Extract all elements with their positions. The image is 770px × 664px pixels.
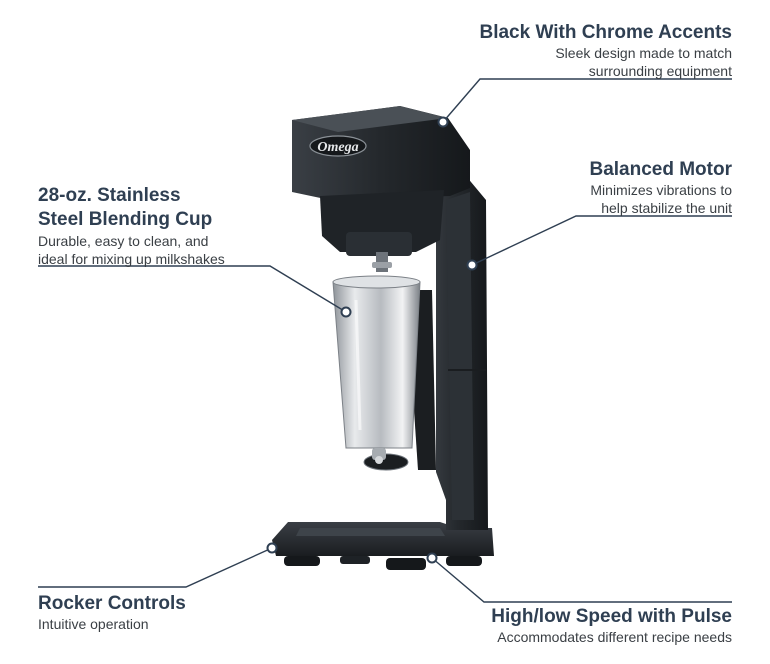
brand-logo: Omega <box>317 140 358 155</box>
leader-motor <box>471 215 732 266</box>
callout-chrome-accents: Black With Chrome Accents Sleek design m… <box>412 21 732 80</box>
dot-speed <box>426 552 438 564</box>
dot-motor <box>466 259 478 271</box>
callout-desc: Intuitive operation <box>38 616 149 632</box>
callout-leaders <box>38 78 732 603</box>
mixer-base <box>272 522 494 570</box>
callout-desc-line2: ideal for mixing up milkshakes <box>38 251 225 267</box>
callout-blending-cup: 28-oz. Stainless Steel Blending Cup Dura… <box>38 184 278 268</box>
dot-rocker <box>266 542 278 554</box>
callout-dots <box>266 116 478 564</box>
dot-chrome <box>437 116 449 128</box>
callout-balanced-motor: Balanced Motor Minimizes vibrations to h… <box>472 158 732 217</box>
stainless-cup <box>332 275 421 464</box>
leader-speed <box>431 557 732 603</box>
callout-speed-pulse: High/low Speed with Pulse Accommodates d… <box>412 605 732 646</box>
callout-desc-line1: Minimizes vibrations to <box>590 182 732 198</box>
callout-desc-line1: Durable, easy to clean, and <box>38 233 209 249</box>
callout-desc-line1: Sleek design made to match <box>555 45 732 61</box>
callout-desc-line2: surrounding equipment <box>588 63 732 79</box>
callout-title: Black With Chrome Accents <box>479 22 732 43</box>
callout-title-line2: Steel Blending Cup <box>38 209 213 230</box>
leader-rocker <box>38 547 273 588</box>
motor-head: Omega <box>292 106 470 256</box>
leader-cup <box>38 265 347 313</box>
callout-title: High/low Speed with Pulse <box>491 606 732 627</box>
dot-cup <box>340 306 352 318</box>
spindle <box>372 252 392 272</box>
callout-desc-line2: help stabilize the unit <box>601 200 732 216</box>
callout-title-line1: 28-oz. Stainless <box>38 185 181 206</box>
leader-chrome <box>442 78 732 123</box>
callout-rocker-controls: Rocker Controls Intuitive operation <box>38 592 278 633</box>
callout-title: Rocker Controls <box>38 593 186 614</box>
callout-desc: Accommodates different recipe needs <box>497 629 732 645</box>
callout-title: Balanced Motor <box>589 159 732 180</box>
